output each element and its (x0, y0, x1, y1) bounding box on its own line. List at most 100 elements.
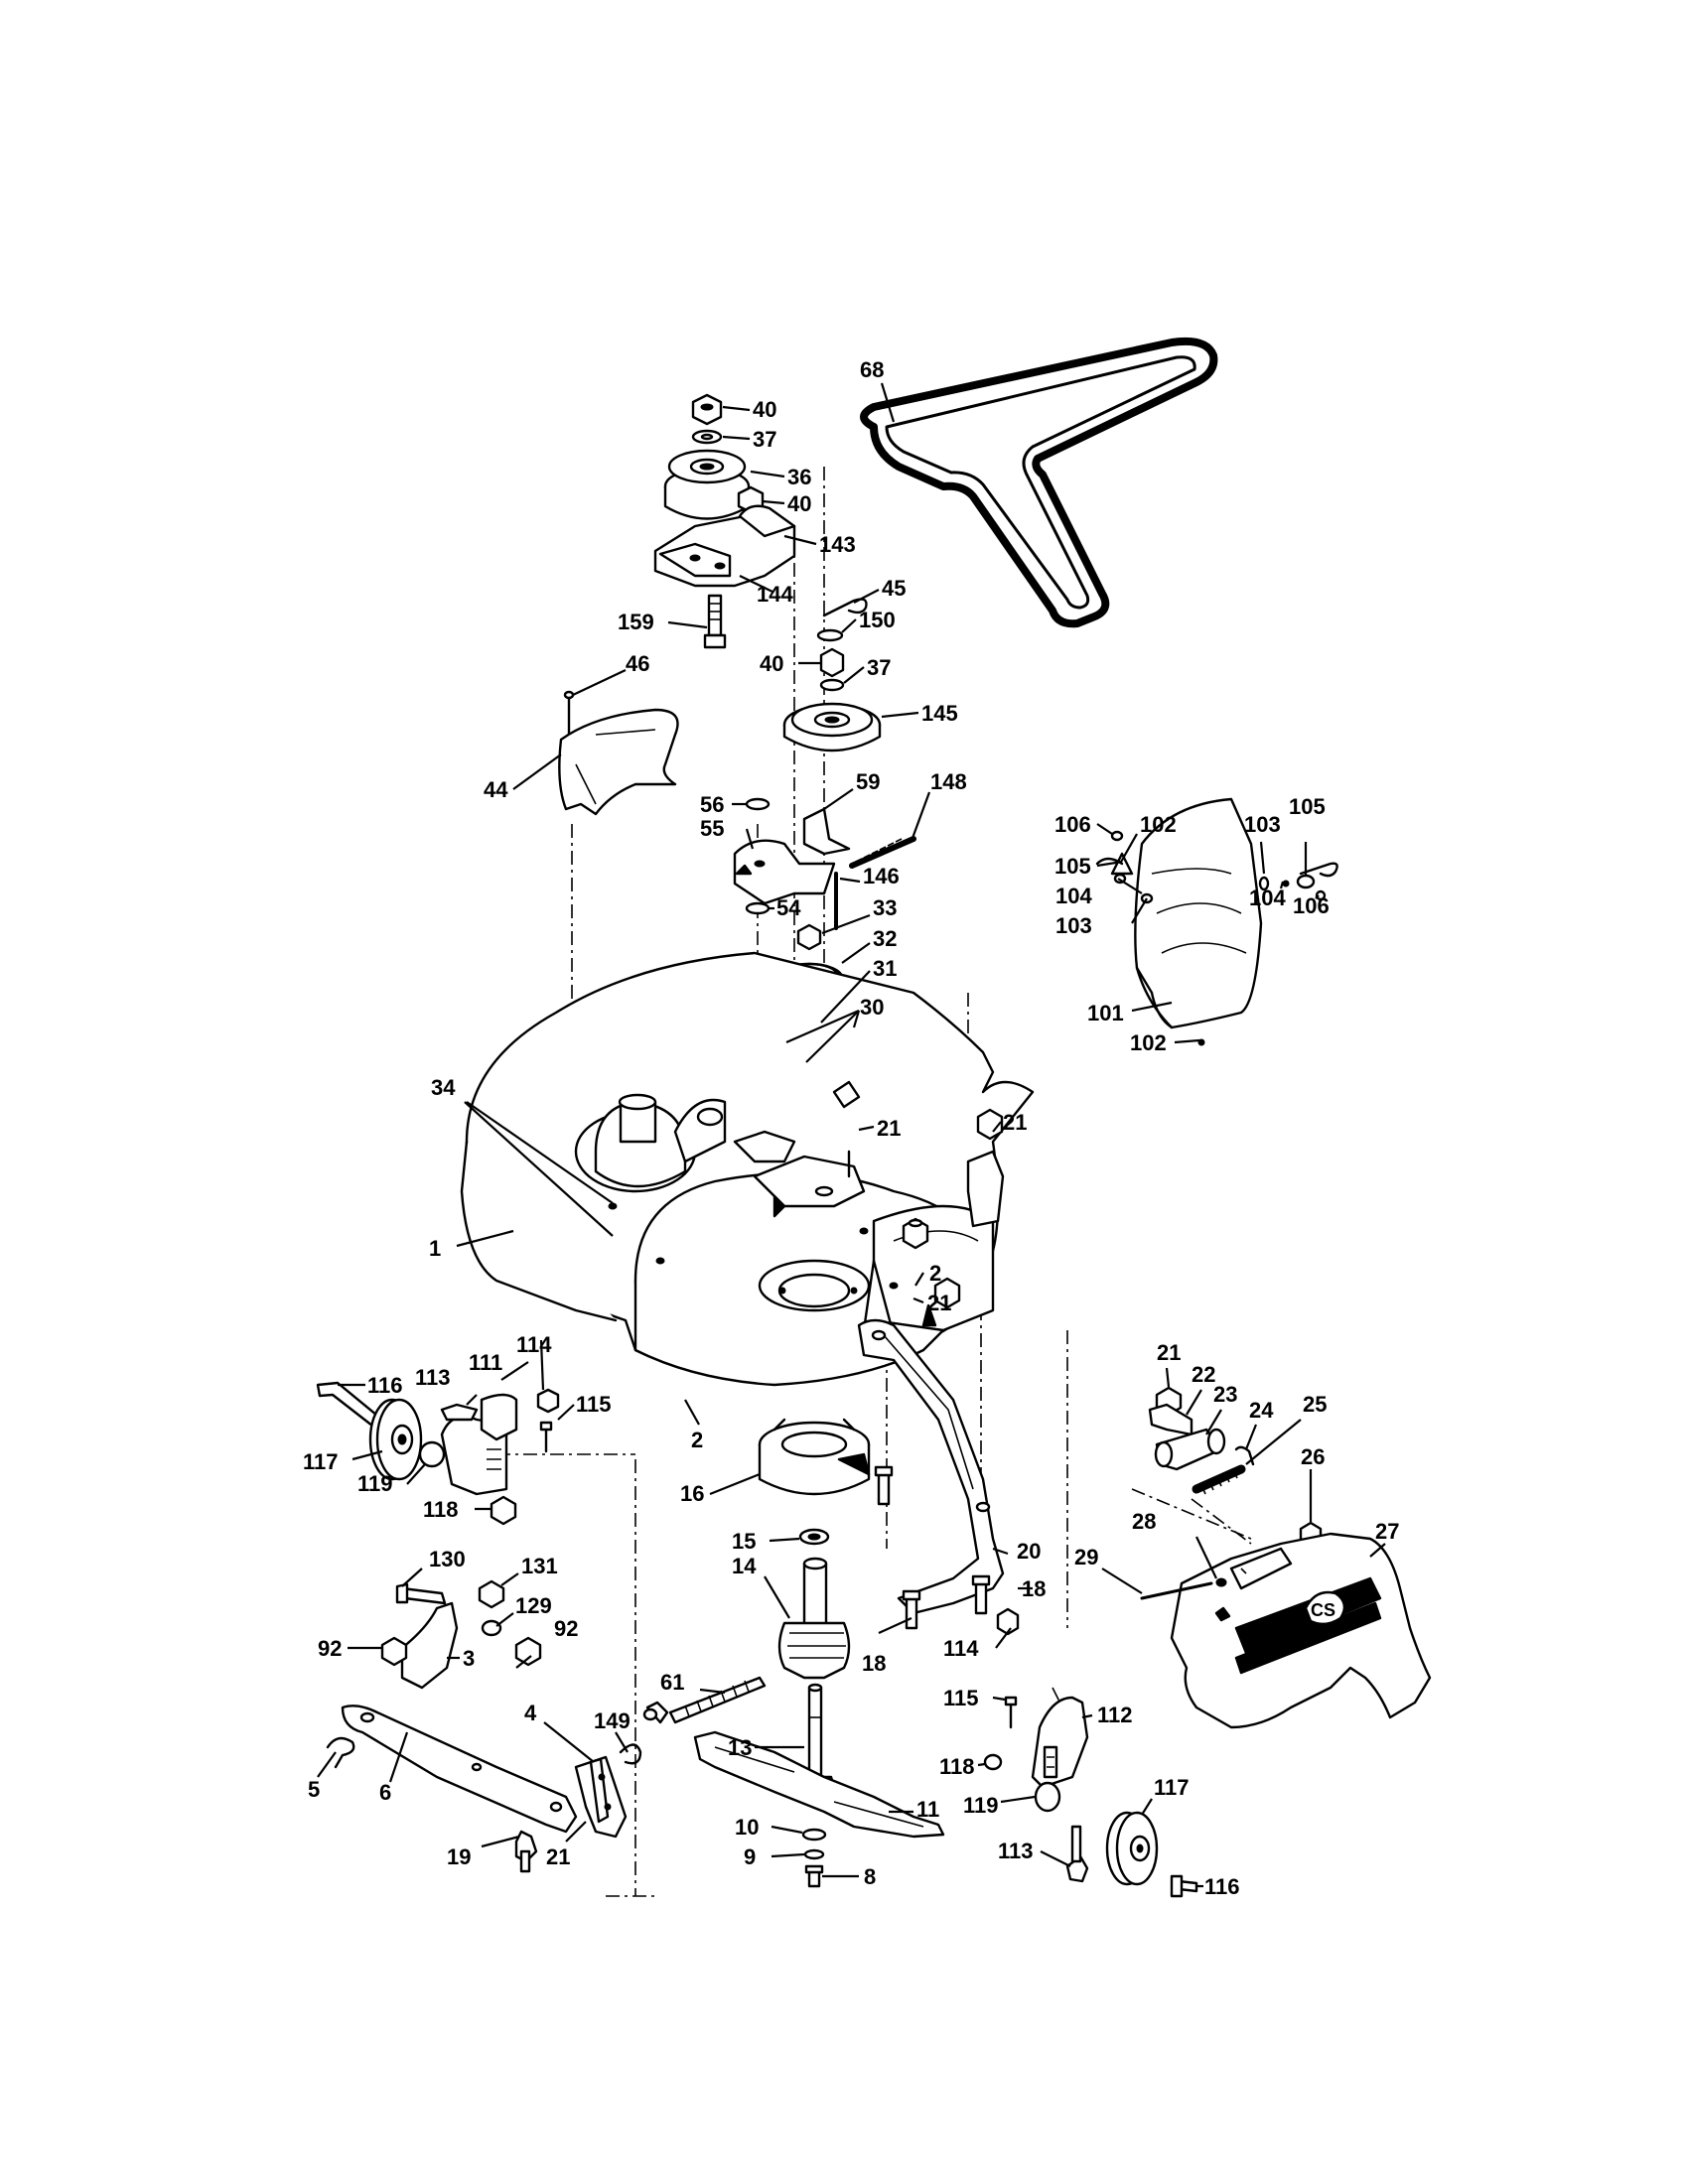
callout-9: 9 (744, 1844, 756, 1869)
callout-23: 23 (1213, 1382, 1237, 1407)
belt-guard (558, 690, 679, 816)
discharge-deflector (1095, 797, 1338, 1046)
callout-146: 146 (863, 864, 900, 888)
callout-2: 2 (929, 1261, 941, 1286)
callout-148: 148 (930, 769, 967, 794)
callout-32: 32 (873, 926, 897, 951)
callout-40: 40 (760, 651, 783, 676)
callout-119: 119 (357, 1471, 393, 1496)
callout-112: 112 (1097, 1703, 1133, 1727)
callout-45: 45 (882, 576, 906, 601)
callout-113: 113 (998, 1839, 1034, 1863)
callout-19: 19 (447, 1844, 471, 1869)
callout-5: 5 (308, 1777, 320, 1802)
callout-130: 130 (429, 1547, 466, 1571)
idler-pulley-assembly (782, 598, 882, 752)
spindle-blade-assembly (693, 1418, 945, 1888)
leader-lines (317, 382, 1386, 1888)
lift-linkage-assembly (326, 1579, 767, 1873)
callout-102: 102 (1130, 1030, 1167, 1055)
callout-26: 26 (1301, 1444, 1325, 1469)
svg-text:CS: CS (1311, 1600, 1335, 1620)
callout-149: 149 (594, 1708, 631, 1733)
callout-105: 105 (1289, 794, 1326, 819)
callout-28: 28 (1132, 1509, 1156, 1534)
callout-92: 92 (318, 1636, 342, 1661)
callout-103: 103 (1244, 812, 1281, 837)
callout-68: 68 (860, 357, 884, 382)
callout-labels: 68 40 37 36 40 143 144 159 45 150 40 37 … (303, 357, 1399, 1899)
callout-44: 44 (484, 777, 508, 802)
callout-6: 6 (379, 1780, 391, 1805)
callout-59: 59 (856, 769, 880, 794)
callout-92: 92 (554, 1616, 578, 1641)
front-left-wheel-assembly (316, 1381, 560, 1526)
callout-1: 1 (429, 1236, 441, 1261)
callout-24: 24 (1249, 1398, 1274, 1423)
callout-159: 159 (618, 610, 654, 634)
callout-114: 114 (516, 1332, 552, 1357)
callout-118: 118 (423, 1497, 459, 1522)
callout-34: 34 (431, 1075, 456, 1100)
idler-arm-assembly (733, 797, 916, 930)
callout-106: 106 (1293, 893, 1330, 918)
callout-54: 54 (776, 895, 801, 920)
discharge-chute-assembly: CS (1140, 1386, 1432, 1729)
callout-111: 111 (469, 1350, 502, 1375)
callout-40: 40 (787, 491, 811, 516)
callout-21: 21 (877, 1116, 901, 1141)
callout-150: 150 (859, 608, 896, 632)
callout-104: 104 (1249, 886, 1286, 910)
callout-102: 102 (1140, 812, 1177, 837)
callout-56: 56 (700, 792, 724, 817)
callout-3: 3 (463, 1646, 475, 1671)
callout-116: 116 (1204, 1874, 1240, 1899)
callout-22: 22 (1192, 1362, 1215, 1387)
callout-55: 55 (700, 816, 724, 841)
callout-129: 129 (515, 1593, 552, 1618)
callout-20: 20 (1017, 1539, 1041, 1564)
callout-143: 143 (819, 532, 856, 557)
callout-15: 15 (732, 1529, 756, 1554)
front-right-wheel-assembly (983, 1696, 1198, 1898)
callout-114: 114 (943, 1636, 979, 1661)
callout-30: 30 (860, 995, 884, 1020)
callout-8: 8 (864, 1864, 876, 1889)
callout-106: 106 (1054, 812, 1091, 837)
callout-31: 31 (873, 956, 897, 981)
callout-37: 37 (867, 655, 891, 680)
callout-25: 25 (1303, 1392, 1327, 1417)
callout-103: 103 (1055, 913, 1092, 938)
callout-105: 105 (1054, 854, 1091, 879)
callout-115: 115 (943, 1686, 979, 1710)
callout-13: 13 (728, 1735, 752, 1760)
callout-4: 4 (524, 1701, 537, 1725)
callout-21: 21 (1003, 1110, 1027, 1135)
callout-18: 18 (862, 1651, 886, 1676)
callout-117: 117 (303, 1449, 339, 1474)
callout-101: 101 (1087, 1001, 1124, 1025)
callout-29: 29 (1074, 1545, 1098, 1570)
callout-104: 104 (1055, 884, 1092, 908)
callout-18: 18 (1022, 1576, 1046, 1601)
callout-14: 14 (732, 1554, 757, 1578)
callout-116: 116 (367, 1373, 403, 1398)
callout-21: 21 (927, 1291, 951, 1315)
callout-119: 119 (963, 1793, 999, 1818)
callout-40: 40 (753, 397, 776, 422)
callout-113: 113 (415, 1365, 451, 1390)
callout-46: 46 (626, 651, 649, 676)
callout-10: 10 (735, 1815, 759, 1840)
callout-115: 115 (576, 1392, 612, 1417)
drive-belt (860, 337, 1218, 628)
callout-2: 2 (691, 1428, 703, 1452)
callout-16: 16 (680, 1481, 704, 1506)
callout-27: 27 (1375, 1519, 1399, 1544)
callout-36: 36 (787, 465, 811, 489)
mower-deck-housing (460, 951, 1035, 1387)
callout-33: 33 (873, 895, 897, 920)
callout-131: 131 (521, 1554, 558, 1578)
callout-117: 117 (1154, 1775, 1190, 1800)
callout-21: 21 (1157, 1340, 1181, 1365)
